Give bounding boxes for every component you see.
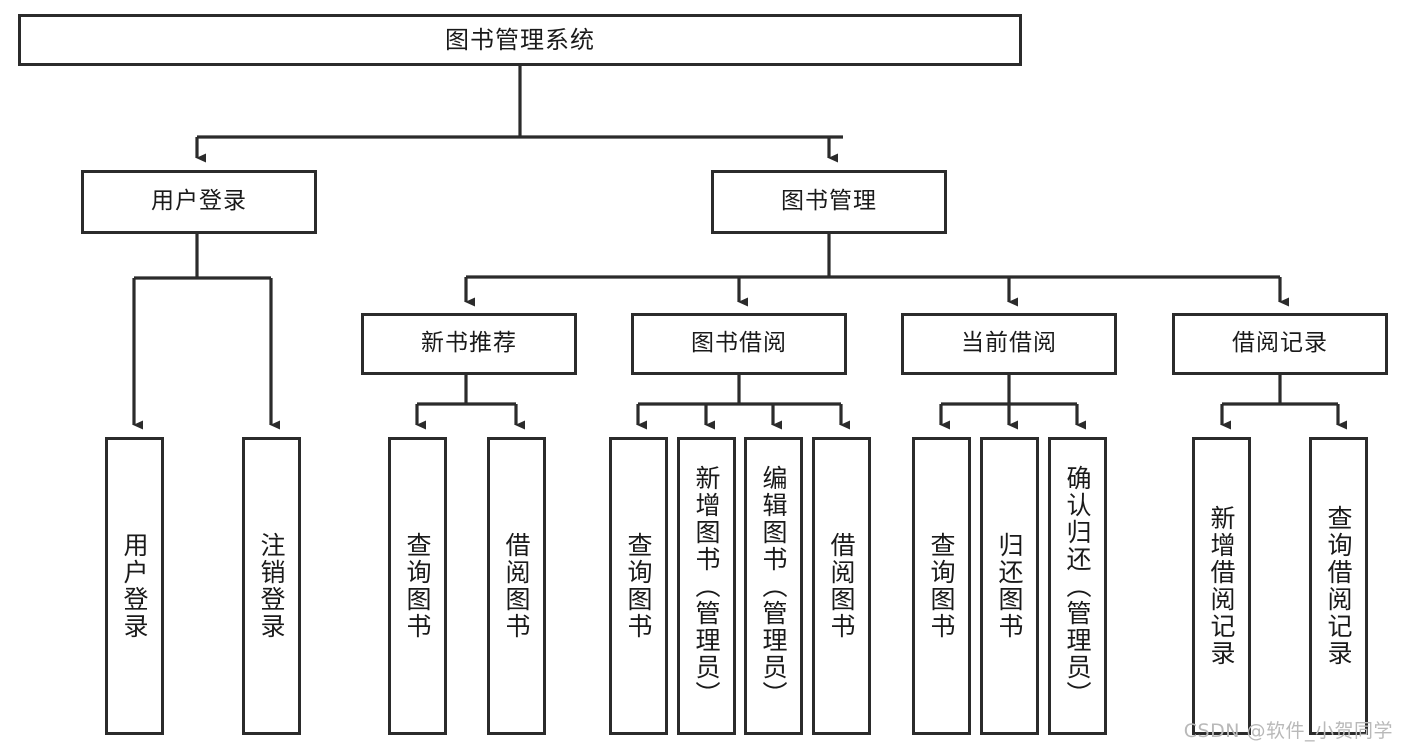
leaf-user-login-logout[interactable]: 注销登录 <box>242 437 301 735</box>
node-borrow-records[interactable]: 借阅记录 <box>1172 313 1388 375</box>
leaf-label: 查询借阅记录 <box>1324 505 1353 667</box>
leaf-book-borrow-query-books[interactable]: 查询图书 <box>609 437 668 735</box>
node-book-borrow[interactable]: 图书借阅 <box>631 313 847 375</box>
leaf-current-borrow-return-books[interactable]: 归还图书 <box>980 437 1039 735</box>
leaf-book-borrow-add-book-admin[interactable]: 新增图书（管理员） <box>677 437 736 735</box>
leaf-borrow-records-query-record[interactable]: 查询借阅记录 <box>1309 437 1368 735</box>
leaf-label: 新增借阅记录 <box>1207 505 1236 667</box>
leaf-label: 归还图书 <box>995 532 1024 640</box>
node-root-book-management-system[interactable]: 图书管理系统 <box>18 14 1022 66</box>
leaf-book-borrow-borrow-books[interactable]: 借阅图书 <box>812 437 871 735</box>
leaf-label: 编辑图书（管理员） <box>759 464 788 708</box>
leaf-current-borrow-query-books[interactable]: 查询图书 <box>912 437 971 735</box>
leaf-label: 注销登录 <box>257 532 286 640</box>
leaf-label: 用户登录 <box>120 532 149 640</box>
leaf-label: 确认归还（管理员） <box>1063 464 1092 708</box>
leaf-new-book-borrow-books[interactable]: 借阅图书 <box>487 437 546 735</box>
node-user-login[interactable]: 用户登录 <box>81 170 317 234</box>
leaf-label: 借阅图书 <box>827 532 856 640</box>
leaf-borrow-records-add-record[interactable]: 新增借阅记录 <box>1192 437 1251 735</box>
node-new-book-recommendation[interactable]: 新书推荐 <box>361 313 577 375</box>
leaf-label: 查询图书 <box>403 532 432 640</box>
leaf-user-login-login[interactable]: 用户登录 <box>105 437 164 735</box>
node-current-borrow[interactable]: 当前借阅 <box>901 313 1117 375</box>
leaf-label: 借阅图书 <box>502 532 531 640</box>
leaf-current-borrow-confirm-return-admin[interactable]: 确认归还（管理员） <box>1048 437 1107 735</box>
node-book-management[interactable]: 图书管理 <box>711 170 947 234</box>
leaf-label: 新增图书（管理员） <box>692 464 721 708</box>
leaf-label: 查询图书 <box>927 532 956 640</box>
leaf-new-book-query-books[interactable]: 查询图书 <box>388 437 447 735</box>
leaf-label: 查询图书 <box>624 532 653 640</box>
leaf-book-borrow-edit-book-admin[interactable]: 编辑图书（管理员） <box>744 437 803 735</box>
csdn-watermark: CSDN @软件_小贺同学 <box>1183 720 1393 742</box>
